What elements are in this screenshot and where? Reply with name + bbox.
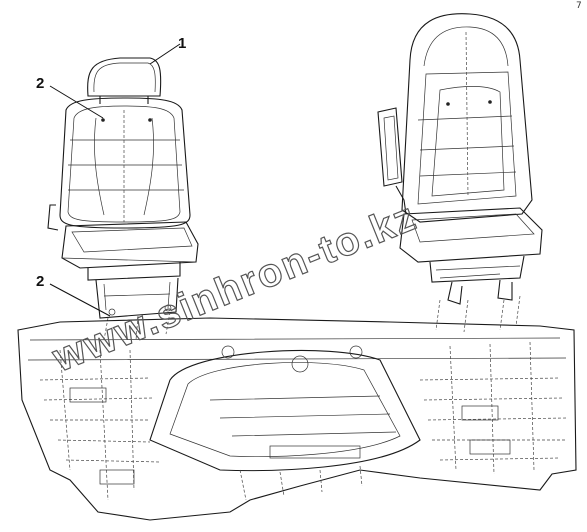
passenger-seat-cushion: [61, 221, 199, 269]
passenger-seat-base: [95, 277, 179, 319]
floor-panel-outline: [17, 317, 577, 521]
driver-seat-cushion: [399, 207, 543, 263]
driver-seat-backrest: [401, 13, 533, 223]
passenger-seat-backrest: [59, 97, 191, 229]
passenger-seat-headrest: [87, 57, 162, 97]
callout-1-leader: [149, 43, 181, 65]
driver-seat: [377, 13, 543, 333]
svg-text:www.sinhron-to.kz: www.sinhron-to.kz: [46, 194, 423, 381]
passenger-seat: [47, 57, 199, 341]
corner-mark: 7: [576, 1, 582, 11]
callout-2a-leader: [49, 85, 104, 119]
callout-2a-label: 2: [36, 75, 44, 92]
driver-seat-armrest: [377, 107, 403, 187]
callouts: 1 2 2: [36, 35, 186, 317]
callout-2b-leader: [49, 283, 111, 317]
callout-2b-label: 2: [36, 273, 44, 290]
driver-seat-base: [429, 255, 525, 283]
watermark: www.sinhron-to.kz: [45, 194, 423, 382]
floor-tunnel: [149, 349, 421, 472]
floor-panel: [17, 317, 577, 521]
callout-1-label: 1: [178, 35, 186, 52]
